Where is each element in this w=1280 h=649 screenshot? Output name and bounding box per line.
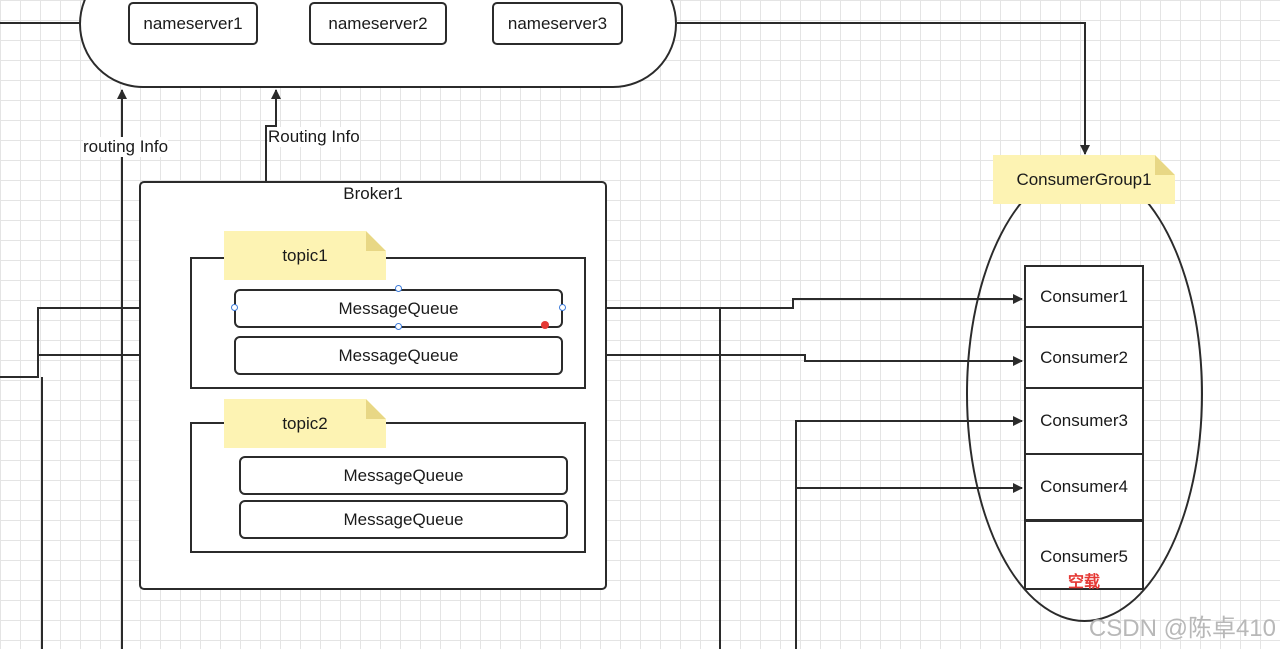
edge-mq1-down (562, 307, 721, 649)
consumer-4-box[interactable]: Consumer4 (1024, 453, 1144, 521)
routing-info-label-right: Routing Info (268, 127, 360, 147)
routing-info-label-left: routing Info (83, 137, 169, 157)
consumer-group-label: ConsumerGroup1 (1016, 169, 1152, 189)
watermark: CSDN @陈卓410 (1088, 615, 1276, 642)
topic2-label: topic2 (282, 413, 328, 433)
edge-producer-to-mq1 (0, 303, 233, 378)
edge-nameservers-to-consumergroup (677, 22, 1090, 155)
topic2-message-queue-2[interactable]: MessageQueue (239, 500, 568, 539)
nameserver-2-box[interactable]: nameserver2 (309, 2, 447, 45)
consumer-2-box[interactable]: Consumer2 (1024, 326, 1144, 389)
topic2-message-queue-1[interactable]: MessageQueue (239, 456, 568, 495)
consumer-1-box[interactable]: Consumer1 (1024, 265, 1144, 328)
edge-mq2-to-consumer2 (562, 354, 1023, 366)
selection-handle-left[interactable] (231, 304, 238, 311)
topic1-label: topic1 (282, 245, 328, 265)
edge-routing-info-right (265, 89, 281, 181)
topic1-message-queue-2[interactable]: MessageQueue (234, 336, 563, 375)
broker-title: Broker1 (343, 184, 403, 203)
selection-handle-right[interactable] (559, 304, 566, 311)
consumer-3-box[interactable]: Consumer3 (1024, 387, 1144, 455)
edge-to-consumer3 (795, 416, 1023, 649)
consumer-group-note[interactable]: ConsumerGroup1 (993, 155, 1175, 204)
topic1-frame[interactable] (190, 257, 586, 389)
rotation-handle[interactable] (541, 321, 549, 329)
edge-mq1-to-consumer1 (562, 294, 1023, 309)
selection-handle-top[interactable] (395, 285, 402, 292)
selection-handle-bottom[interactable] (395, 323, 402, 330)
consumer-5-box[interactable]: Consumer5 (1024, 520, 1144, 590)
nameserver-3-box[interactable]: nameserver3 (492, 2, 623, 45)
topic2-note[interactable]: topic2 (224, 399, 386, 448)
topic2-frame[interactable] (190, 422, 586, 553)
nameserver-1-box[interactable]: nameserver1 (128, 2, 258, 45)
topic1-note[interactable]: topic1 (224, 231, 386, 280)
consumer-5-idle-label: 空载 (1067, 574, 1100, 591)
